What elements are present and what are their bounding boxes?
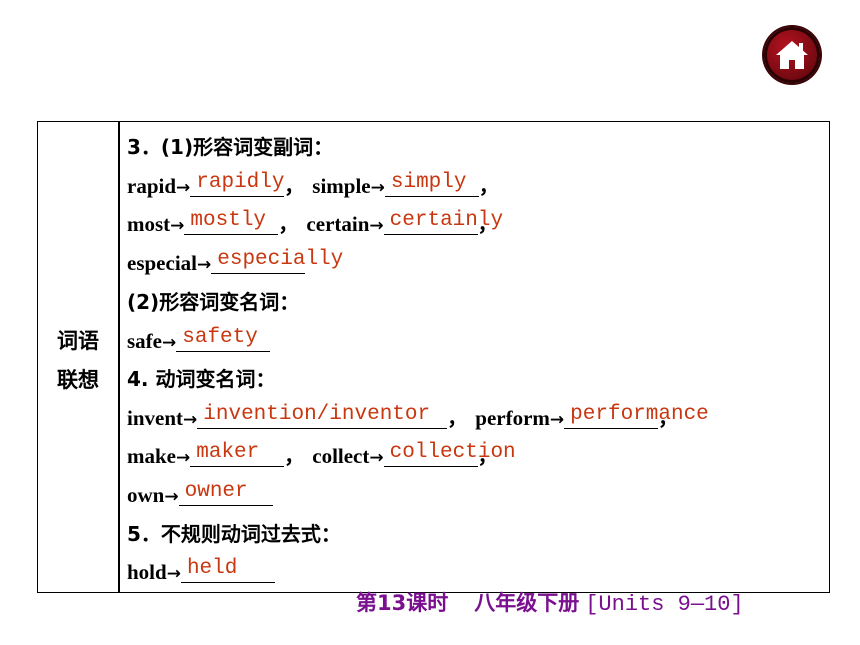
answer-blank-hold[interactable]: held — [180, 556, 275, 583]
row-invent-perform: invent→invention/inventor，perform→perfor… — [127, 400, 709, 436]
footer-units: [Units 9—10] — [585, 592, 744, 617]
side-label-line1: 词语 — [57, 329, 99, 353]
vocab-table — [37, 121, 830, 593]
row-most-certain: most→mostly，certain→certainly， — [127, 206, 503, 242]
word-own: own — [127, 483, 165, 507]
arrow-icon: → — [370, 178, 385, 198]
section4-heading: 4. 动词变名词： — [127, 361, 275, 397]
answer-held: held — [186, 557, 238, 580]
comma: ， — [284, 174, 305, 198]
word-hold: hold — [127, 560, 167, 584]
section3-sub2-heading-text: (2)形容词变名词： — [127, 290, 300, 314]
footer-grade: 八年级下册 — [474, 591, 580, 615]
arrow-icon: → — [164, 487, 179, 507]
comma: ， — [447, 406, 468, 430]
row-own: own→owner — [127, 477, 273, 513]
word-most: most — [127, 212, 171, 236]
row-hold: hold→held — [127, 554, 275, 590]
row-especial: especial→especially — [127, 245, 343, 281]
answer-rapidly: rapidly — [196, 171, 285, 194]
arrow-icon: → — [166, 564, 181, 584]
arrow-icon: → — [369, 448, 384, 468]
answer-safety: safety — [182, 326, 258, 349]
section5-heading: 5．不规则动词过去式： — [127, 516, 341, 552]
arrow-icon: → — [176, 178, 191, 198]
comma: ， — [477, 444, 498, 468]
answer-blank-own[interactable]: owner — [178, 479, 273, 506]
answer-simply: simply — [390, 171, 467, 194]
answer-maker: maker — [196, 441, 260, 464]
comma: ， — [278, 212, 299, 236]
row-make-collect: make→maker，collect→collection， — [127, 438, 516, 474]
answer-mostly: mostly — [190, 209, 267, 232]
word-rapid: rapid — [127, 174, 177, 198]
answer-collection: collection — [389, 441, 516, 464]
section3-heading-text: 3．(1)形容词变副词： — [127, 135, 334, 159]
word-perform: perform — [475, 406, 550, 430]
word-make: make — [127, 444, 176, 468]
answer-especially: especially — [217, 248, 344, 271]
arrow-icon: → — [183, 410, 198, 430]
section5-heading-text: 5．不规则动词过去式： — [127, 522, 341, 546]
answer-owner: owner — [184, 480, 248, 503]
row-safe: safe→safety — [127, 323, 271, 359]
answer-blank-simple[interactable]: simply — [384, 170, 479, 197]
word-simple: simple — [312, 174, 371, 198]
answer-invention-inventor: invention/inventor — [203, 403, 431, 426]
answer-blank-rapid[interactable]: rapidly — [190, 170, 284, 197]
word-collect: collect — [312, 444, 370, 468]
answer-performance: performance — [570, 403, 709, 426]
word-invent: invent — [127, 406, 184, 430]
section4-heading-text: 4. 动词变名词： — [127, 367, 276, 391]
table-divider — [118, 121, 120, 593]
word-especial: especial — [127, 251, 197, 275]
footer-lesson-info: 第13课时 八年级下册[Units 9—10] — [356, 586, 744, 620]
row-rapid-simple: rapid→rapidly，simple→simply， — [127, 168, 499, 204]
home-button[interactable] — [764, 27, 820, 83]
arrow-icon: → — [196, 255, 212, 275]
word-safe: safe — [127, 329, 162, 353]
answer-blank-certain[interactable]: certainly — [383, 208, 503, 235]
section3-heading: 3．(1)形容词变副词： — [127, 129, 333, 165]
answer-blank-perform[interactable]: performance — [564, 402, 709, 429]
section3-sub2-heading: (2)形容词变名词： — [127, 284, 299, 320]
answer-blank-make[interactable]: maker — [190, 440, 285, 467]
answer-blank-safe[interactable]: safety — [176, 325, 271, 352]
footer-lesson: 第13课时 — [356, 591, 449, 615]
answer-certainly: certainly — [389, 209, 504, 232]
comma: ， — [658, 406, 679, 430]
answer-blank-especial[interactable]: especially — [211, 247, 343, 274]
word-certain: certain — [306, 212, 370, 236]
home-icon — [776, 41, 808, 69]
arrow-icon: → — [170, 216, 185, 236]
side-label-line2: 联想 — [57, 368, 99, 392]
comma: ， — [477, 212, 498, 236]
answer-blank-most[interactable]: mostly — [184, 208, 279, 235]
arrow-icon: → — [176, 448, 191, 468]
arrow-icon: → — [549, 410, 565, 430]
comma: ， — [478, 174, 499, 198]
answer-blank-collect[interactable]: collection — [383, 440, 516, 467]
arrow-icon: → — [162, 333, 177, 353]
answer-blank-invent[interactable]: invention/inventor — [197, 402, 448, 429]
comma: ， — [284, 444, 305, 468]
arrow-icon: → — [369, 216, 384, 236]
